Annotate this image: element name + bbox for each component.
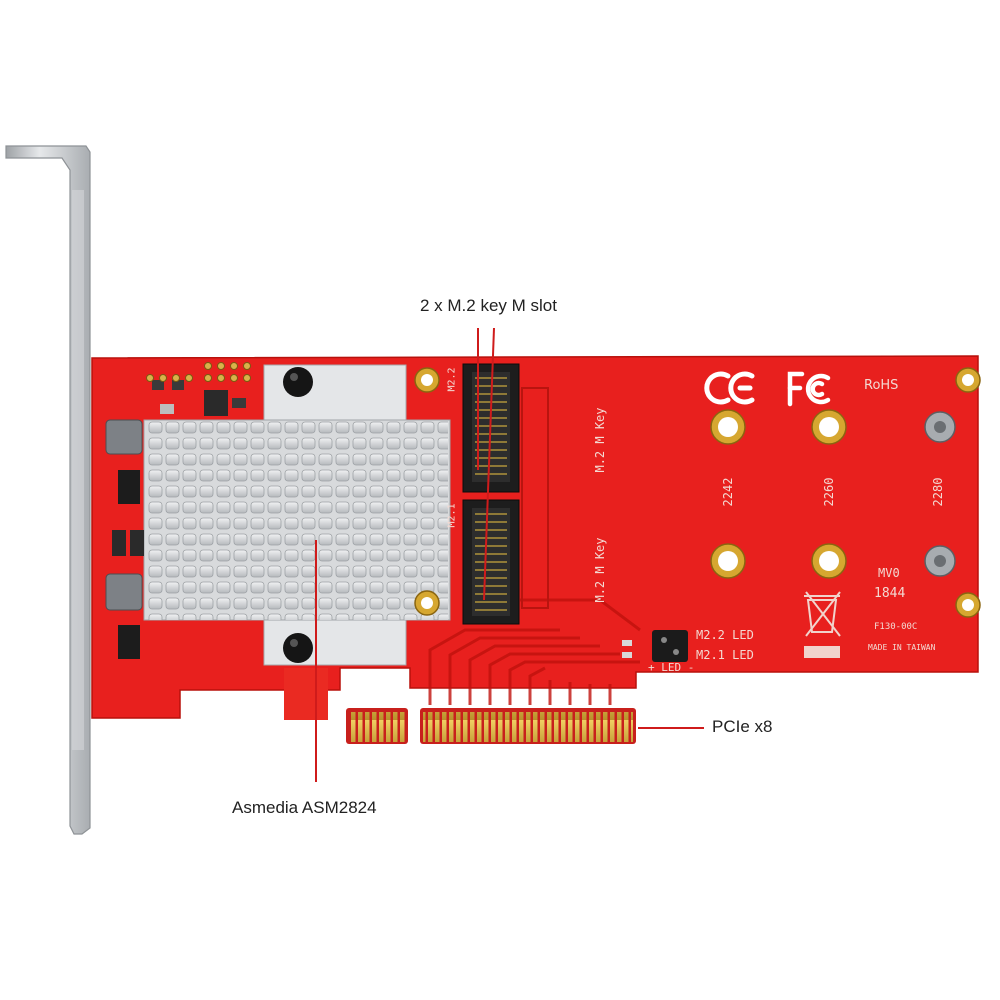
led-m21-label: M2.1 LED [696,648,754,662]
callout-m2-slots: 2 x M.2 key M slot [420,296,557,315]
mv-mark: MV0 [878,566,900,580]
callout-pcie-x8: PCIe x8 [712,717,773,736]
push-pin-top [283,367,313,397]
m22-tag: M2.2 [446,367,458,392]
m21-tag: M2.1 [446,503,458,528]
made-in-label: MADE IN TAIWAN [868,643,936,652]
part-code: F130-00C [874,622,918,632]
size-2260-label: 2260 [822,477,836,507]
smd-components [105,380,246,659]
date-code: 1844 [874,586,906,601]
mounting-holes [414,367,981,618]
ce-mark [704,371,755,405]
pcie-gold-fingers [346,708,636,744]
size-2280-label: 2280 [931,477,945,507]
push-pin-bottom [283,633,313,663]
led-polarity-label: + LED - [648,661,695,674]
rohs-label: RoHS [864,378,899,393]
m2-slot-shadow-outline [521,387,549,609]
fcc-mark [787,371,831,407]
weee-recycle-icon [804,591,841,637]
callout-lines [315,327,704,782]
slot-upper-label: M.2 M Key [593,407,607,473]
m2-slot-lower [462,499,520,625]
pcb-traces [428,598,641,705]
status-leds [622,630,688,662]
callout-controller: Asmedia ASM2824 [232,798,377,817]
led-m22-label: M2.2 LED [696,628,754,642]
slot-lower-label: M.2 M Key [593,537,607,603]
heatsink [143,364,451,666]
jumper-headers [146,362,251,382]
size-2242-label: 2242 [721,477,735,507]
label-blank [804,646,840,658]
